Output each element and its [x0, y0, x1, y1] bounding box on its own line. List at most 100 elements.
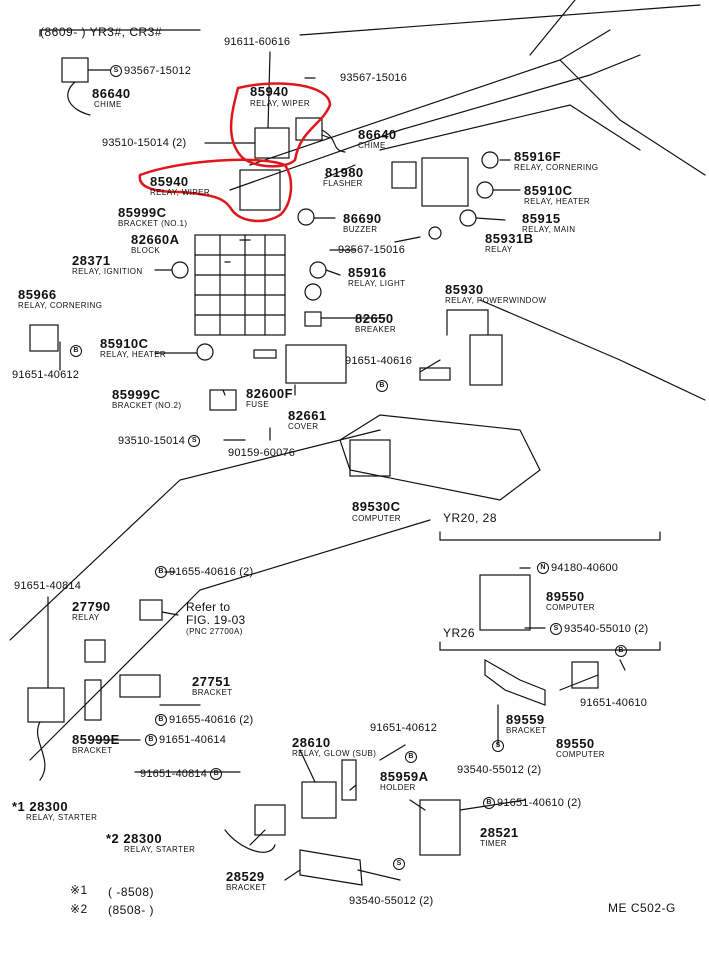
part-89550-a: 89550	[546, 589, 585, 604]
part-91651-40814-a: 91651-40814	[14, 580, 82, 592]
part-85916-caption: RELAY, LIGHT	[348, 279, 406, 288]
b-callout-icon: B	[615, 645, 627, 657]
s-callout-icon: S	[550, 623, 562, 635]
s-callout-icon: S	[393, 858, 405, 870]
relay-heater-85910c-b	[196, 343, 214, 361]
page-code: ME C502-G	[608, 901, 676, 915]
part-85930-caption: RELAY, POWERWINDOW	[445, 296, 547, 305]
console-outline	[339, 414, 541, 501]
part-85940-b: 85940	[150, 174, 189, 189]
yr20-section-label: YR20, 28	[443, 511, 498, 525]
relay-light-85916	[309, 261, 327, 279]
s-callout-89559: S	[492, 740, 506, 752]
computer-89530c	[349, 439, 391, 477]
b-callout-icon: B	[210, 768, 223, 780]
part-91651-40814-b: 91651-40814 B	[140, 768, 224, 780]
bracket-85999c-no2	[209, 389, 237, 411]
relay-heater-85910c	[476, 181, 494, 199]
part-82660a: 82660A	[131, 232, 180, 247]
part-85916f-caption: RELAY, CORNERING	[514, 163, 599, 172]
part-85915-caption: RELAY, MAIN	[522, 225, 576, 234]
part-89550-b: 89550	[556, 736, 595, 751]
part-86690: 86690	[343, 211, 382, 226]
part-85916: 85916	[348, 265, 387, 280]
breaker-82650	[304, 311, 322, 327]
part-93510-15014-b: 93510-15014 S	[118, 435, 202, 447]
relay-wiper-85940-lower	[239, 169, 281, 211]
part-89530c-caption: COMPUTER	[352, 514, 401, 523]
footnote-1-text: ( -8508)	[108, 885, 155, 899]
s-callout-28529: S	[393, 858, 407, 870]
part-82661-caption: COVER	[288, 422, 319, 431]
part-28521: 28521	[480, 825, 519, 840]
bracket-85999e	[84, 679, 102, 721]
highlight-upper-wiper-relay	[229, 82, 332, 168]
b-callout-icon: B	[483, 797, 495, 809]
part-85910c-b-caption: RELAY, HEATER	[100, 350, 167, 359]
part-85940-a: 85940	[250, 84, 289, 99]
part-128300-caption: RELAY, STARTER	[26, 813, 98, 822]
relay-27790	[84, 639, 106, 663]
part-89530c: 89530C	[352, 499, 401, 514]
part-93540-55012-b: 93540-55012 (2)	[349, 895, 434, 907]
part-85910c-b: 85910C	[100, 336, 149, 351]
chime-86640-a	[61, 57, 89, 83]
part-85999c-a: 85999C	[118, 205, 167, 220]
b-callout-glow: B	[405, 751, 419, 763]
part-85959a: 85959A	[380, 769, 429, 784]
part-85930: 85930	[445, 282, 484, 297]
part-85931b: 85931B	[485, 231, 534, 246]
part-82600f-caption: FUSE	[246, 400, 269, 409]
relay-cornering-85966	[29, 324, 59, 352]
cover-82661	[285, 344, 347, 384]
part-85916f: 85916F	[514, 149, 562, 164]
b-callout-powerwindow: B	[376, 380, 390, 392]
part-85966: 85966	[18, 287, 57, 302]
part-82650-caption: BREAKER	[355, 325, 397, 334]
relay-cornering-85916f	[481, 151, 499, 169]
part-85999e-caption: BRACKET	[72, 746, 113, 755]
part-28529: 28529	[226, 869, 265, 884]
b-callout-icon: B	[405, 751, 417, 763]
chime-86640-b	[295, 117, 323, 141]
part-85966-caption: RELAY, CORNERING	[18, 301, 103, 310]
part-28521-caption: TIMER	[480, 839, 507, 848]
n-callout-icon: N	[537, 562, 549, 574]
part-91611-60616: 91611-60616	[224, 36, 291, 48]
b-callout-icon: B	[70, 345, 82, 357]
footnote-1-mark: ※1	[70, 883, 88, 897]
part-85940-b-caption: RELAY, WIPER	[150, 188, 211, 197]
year-range-label: (8609- ) YR3#, CR3#	[40, 25, 162, 39]
b-callout-icon: B	[376, 380, 388, 392]
part-91651-40616: 91651-40616	[345, 355, 413, 367]
computer-89550-yr20	[479, 574, 531, 631]
part-81980: 81980	[325, 165, 364, 180]
relay-main-85915	[459, 209, 477, 227]
relay-ignition-28371	[171, 261, 189, 279]
part-93540-55012-a: 93540-55012 (2)	[457, 764, 542, 776]
footnote-2-text: (8508- )	[108, 903, 155, 917]
part-93510-15014-a: 93510-15014 (2)	[102, 137, 187, 149]
part-91651-40610-a: 91651-40610	[580, 697, 648, 709]
relay-starter-28300-b	[254, 804, 286, 836]
relay-85931b	[428, 226, 442, 240]
part-86640-b: 86640	[358, 127, 397, 142]
dash-outline-right	[379, 104, 706, 401]
part-128300: *1 28300	[12, 799, 69, 814]
part-85999c-a-caption: BRACKET (NO.1)	[118, 219, 188, 228]
highlight-marks	[138, 82, 332, 223]
refer-line-2: FIG. 19-03	[186, 613, 246, 627]
bracket-28529	[299, 849, 363, 886]
part-86640-b-caption: CHIME	[358, 141, 386, 150]
part-90159-60076: 90159-60076	[228, 447, 296, 459]
part-85910c-a: 85910C	[524, 183, 573, 198]
part-91651-40612-b: 91651-40612	[370, 722, 438, 734]
relay-glow-28610	[301, 781, 337, 819]
